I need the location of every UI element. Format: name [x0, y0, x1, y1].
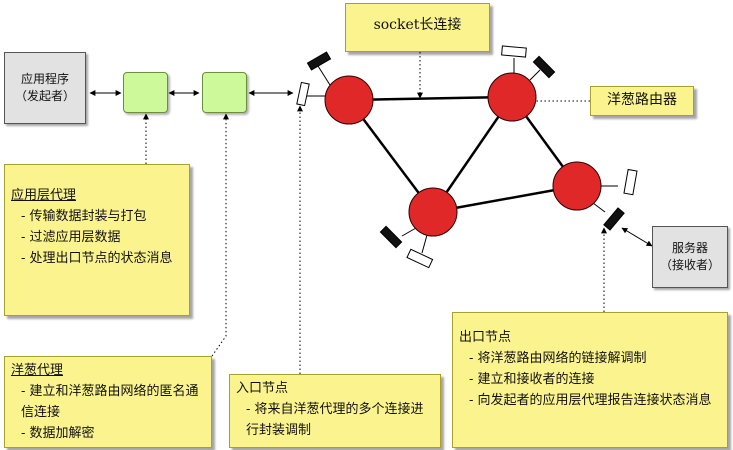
server-box: 服务器 （接收者）	[652, 226, 728, 288]
leader-onion-proxy	[211, 113, 229, 357]
exit-node-item: - 建立和接收者的连接	[469, 372, 595, 387]
app-proxy-note: 应用层代理 - 传输数据封装与打包 - 过滤应用层数据 - 处理出口节点的状态消…	[4, 164, 190, 316]
arrow-exit-server	[621, 227, 653, 247]
onion-router	[487, 72, 537, 122]
exit-node-item: - 向发起者的应用层代理报告连接状态消息	[469, 393, 712, 408]
exit-node-item: - 将洋葱路由网络的链接解调制	[469, 351, 647, 366]
onion-router	[408, 187, 458, 237]
link-r1-r2	[348, 95, 513, 102]
port-white	[623, 168, 638, 196]
exit-node-title: 出口节点	[459, 330, 512, 345]
router-ports	[296, 45, 638, 269]
app-proxy-box	[123, 72, 168, 113]
app-proxy-item: - 过滤应用层数据	[21, 230, 121, 245]
socket-label: socket长连接	[345, 3, 490, 52]
entry-node-item: - 将来自洋葱代理的多个连接进行封装调制	[246, 402, 424, 438]
socket-label-text: socket长连接	[373, 17, 462, 33]
port-white	[296, 81, 310, 107]
port-white	[501, 45, 527, 58]
onion-router-exit	[552, 161, 602, 211]
initiator-label: （发起者）	[14, 89, 75, 103]
onion-proxy-note: 洋葱代理 - 建立和洋葱路由网络的匿名通信连接 - 数据加解密	[4, 356, 212, 448]
application-box: 应用程序 （发起者）	[4, 52, 86, 124]
application-label: 应用程序	[20, 72, 69, 86]
leader-lines	[143, 52, 607, 374]
onion-proxy-box	[202, 72, 247, 113]
port-black	[603, 207, 625, 231]
onion-routers	[324, 72, 602, 237]
router-label: 洋葱路由器	[590, 86, 694, 116]
app-proxy-item: - 处理出口节点的状态消息	[21, 251, 173, 266]
onion-proxy-item: - 建立和洋葱路由网络的匿名通信连接	[21, 384, 199, 420]
app-proxy-item: - 传输数据封装与打包	[21, 209, 147, 224]
connection-arrows	[89, 90, 653, 247]
receiver-label: （接收者）	[659, 258, 720, 272]
port-black	[379, 225, 403, 249]
onion-proxy-title: 洋葱代理	[11, 363, 64, 378]
app-proxy-title: 应用层代理	[11, 188, 77, 203]
port-black	[532, 55, 556, 79]
port-black	[306, 51, 332, 71]
server-label: 服务器	[671, 241, 708, 255]
router-links	[348, 95, 579, 214]
onion-router-entry	[324, 75, 374, 125]
entry-node-title: 入口节点	[236, 381, 289, 396]
router-label-text: 洋葱路由器	[607, 92, 677, 108]
port-white	[406, 248, 434, 269]
exit-node-note: 出口节点 - 将洋葱路由网络的链接解调制 - 建立和接收者的连接 - 向发起者的…	[452, 312, 728, 448]
onion-proxy-item: - 数据加解密	[21, 426, 95, 441]
entry-node-note: 入口节点 - 将来自洋葱代理的多个连接进行封装调制	[229, 374, 441, 448]
